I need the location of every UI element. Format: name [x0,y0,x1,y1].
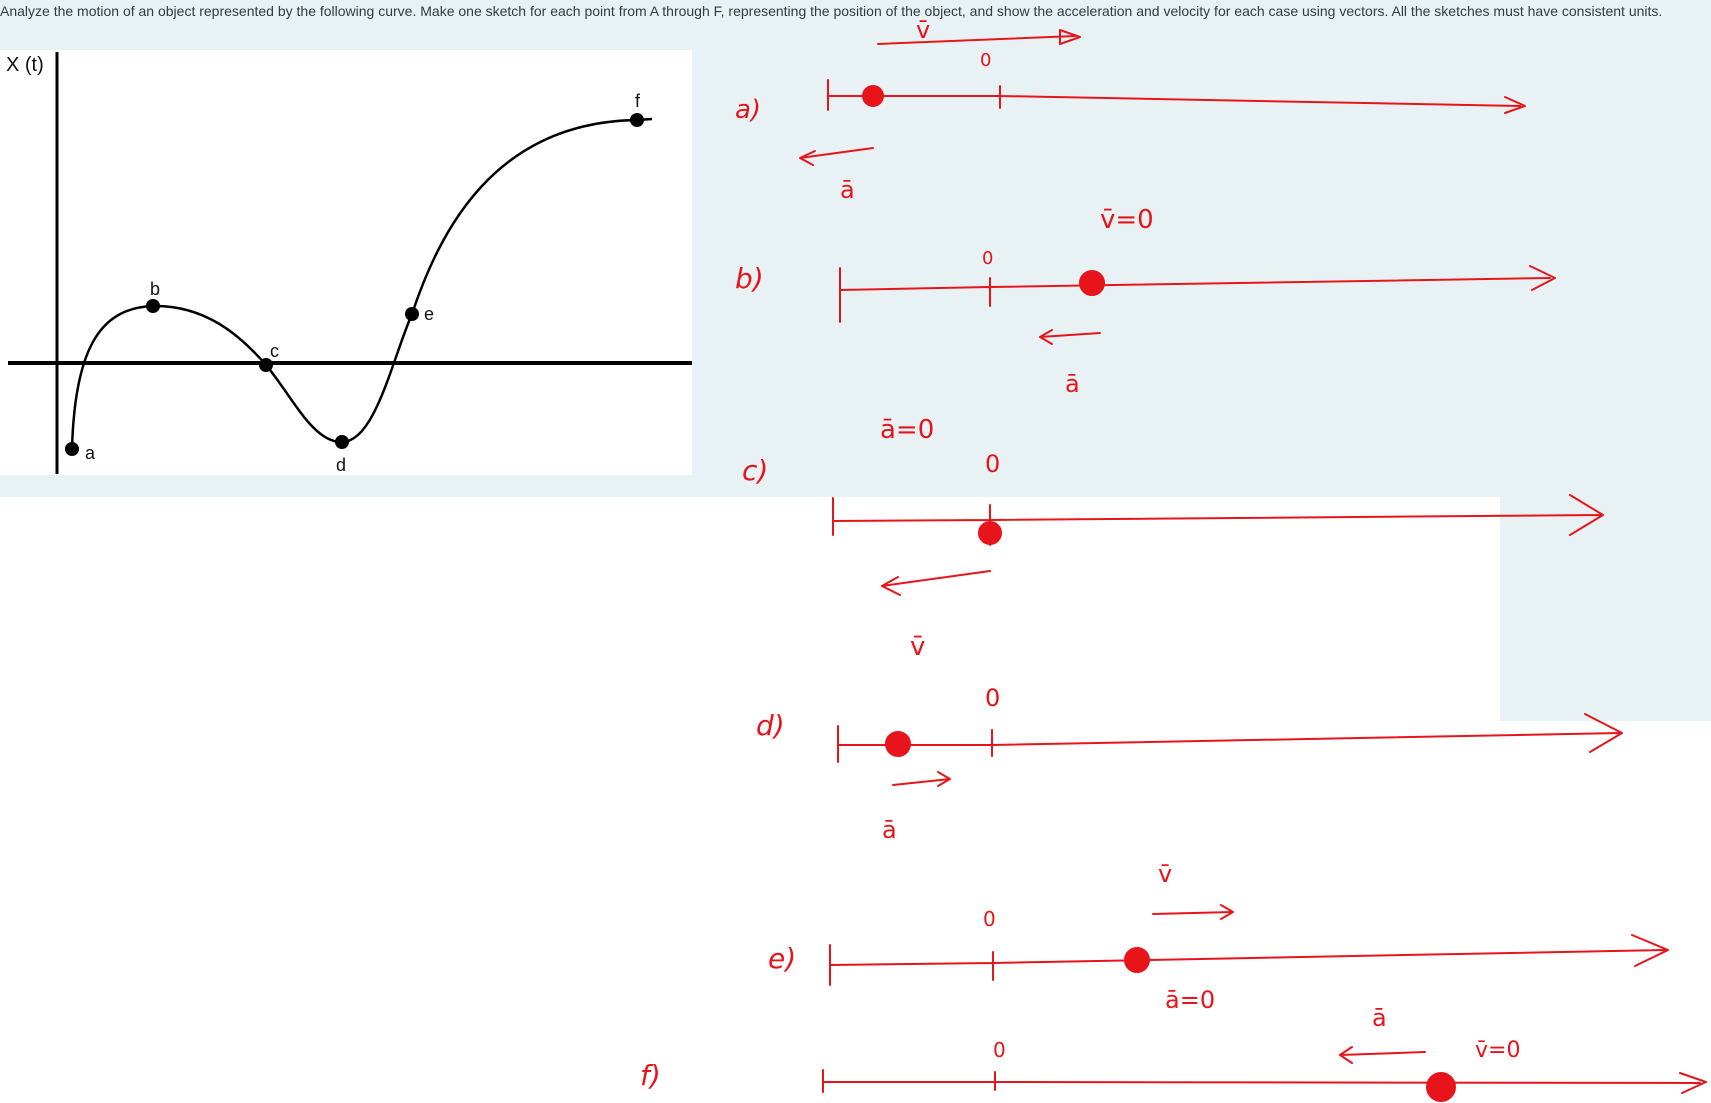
point-d-label: d [336,455,346,475]
point-d-marker [335,435,349,449]
sketch-f-object [1426,1072,1456,1102]
point-c-marker [259,358,273,372]
point-b-label: b [150,279,160,299]
point-f-marker [630,113,644,127]
sketch-c-case-label: c) [742,454,768,487]
sketch-a-origin-label: 0 [980,50,991,71]
position-time-graph: a b c d e f X (t) [0,50,692,475]
sketch-c-axis [832,494,1604,546]
sketch-e-velocity-label: v̄ [1158,860,1172,888]
point-b-marker [146,299,160,313]
sketch-b-velocity-label: v̄=0 [1100,205,1154,235]
sketch-a: a) v̄ 0 ā [735,16,1526,204]
sketch-f-origin-label: 0 [993,1038,1006,1062]
sketch-c-acceleration-label: ā=0 [880,415,934,445]
sketch-b-origin-label: 0 [982,248,993,269]
sketch-d-acceleration-arrow [892,771,951,787]
sketch-f-velocity-label: v̄=0 [1475,1038,1520,1063]
sketch-a-acceleration-label: ā [840,176,855,204]
sketch-f-acceleration-label: ā [1372,1004,1387,1032]
sketch-d: 0 d) ā [756,684,1623,844]
point-e-marker [405,307,419,321]
position-curve [70,117,653,450]
sketch-b-object [1079,270,1105,296]
sketch-a-axis [827,79,1526,114]
sketch-e-case-label: e) [768,942,796,975]
sketch-b-acceleration-arrow [1039,329,1101,345]
question-text: Analyze the motion of an object represen… [0,3,1663,19]
sketch-c-velocity-label: v̄ [910,632,925,662]
sketch-d-object [885,731,911,757]
sketch-c-velocity-arrow [881,570,991,596]
sketch-c: ā=0 0 c) v̄ [742,415,1604,662]
sketch-c-origin-label: 0 [985,450,1000,478]
graph-y-axis-label: X (t) [6,54,44,76]
sketch-a-object [862,85,884,107]
sketch-e: v̄ 0 e) ā=0 [768,860,1669,1014]
sketch-f: ā v̄=0 0 f) [640,1004,1707,1102]
sketch-d-origin-label: 0 [985,684,1000,712]
sketch-d-case-label: d) [756,709,785,742]
question-panel-extension [1500,497,1711,721]
sketch-b-acceleration-label: ā [1065,370,1080,398]
sketch-e-axis [829,934,1669,986]
sketch-a-velocity-label: v̄ [916,16,930,44]
sketch-a-velocity-arrow [877,29,1081,45]
sketch-b-case-label: b) [735,262,764,295]
sketch-e-acceleration-label: ā=0 [1165,986,1215,1014]
sketch-f-case-label: f) [640,1059,661,1092]
sketch-e-velocity-arrow [1152,904,1234,920]
sketch-d-axis [837,713,1623,763]
sketch-e-origin-label: 0 [983,907,996,931]
point-e-label: e [424,304,434,324]
point-a-label: a [85,443,96,463]
point-a-marker [65,442,79,456]
sketch-c-object [978,521,1002,545]
graph-canvas: a b c d e f [8,52,692,475]
sketch-b: v̄=0 0 b) ā [735,205,1556,398]
sketch-d-acceleration-label: ā [882,816,897,844]
sketch-a-case-label: a) [735,95,761,125]
point-f-label: f [635,91,641,111]
sketch-f-acceleration-arrow [1339,1046,1426,1064]
sketch-b-axis [839,265,1556,323]
point-c-label: c [270,341,279,361]
sketch-f-axis [822,1069,1707,1094]
sketch-a-acceleration-arrow [799,147,874,166]
sketch-e-object [1124,947,1150,973]
